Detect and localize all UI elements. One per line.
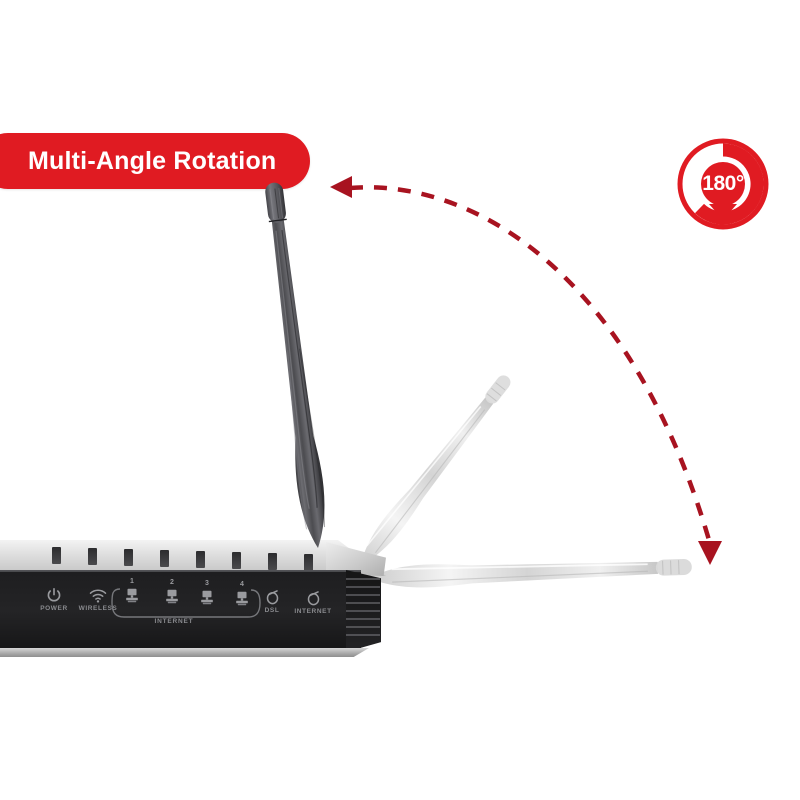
vent-slot [196,551,205,568]
vent-slot [304,554,313,571]
lan-port-icon [159,587,185,604]
side-vent-ridge [346,586,380,588]
led-lan-1-number: 1 [130,578,134,585]
lan-port-icon [119,586,145,603]
antenna-horizontal [368,558,692,588]
side-vent-ridge [346,634,380,636]
power-icon [34,586,74,603]
vent-slot [232,552,241,569]
internet-icon [289,589,337,606]
vent-slot [268,553,277,570]
led-lan-2: 2 [159,578,185,604]
lan-group-bracket [111,588,261,618]
led-dsl-label: DSL [264,607,280,614]
router-front-face [0,572,361,650]
lan-group-label: INTERNET [154,618,194,625]
led-power-label: POWER [40,605,68,612]
led-lan-3-number: 3 [205,580,209,587]
led-dsl: DSL [258,588,286,614]
side-vent-ridge [346,626,380,628]
feature-banner: Multi-Angle Rotation [0,133,310,189]
led-lan-4: 4 [229,580,255,606]
led-lan-3: 3 [194,579,220,605]
lan-port-icon [229,589,255,606]
arrow-left-icon [330,176,352,198]
led-wireless: WIRELESS [74,586,122,612]
router-device: POWER WIRELESS 1 [0,512,406,692]
dsl-icon [258,588,286,605]
vent-slot [88,548,97,565]
feature-banner-label: Multi-Angle Rotation [28,146,277,175]
vent-slot [52,547,61,564]
led-wireless-label: WIRELESS [78,605,118,612]
vent-slot [160,550,169,567]
side-vent-ridge [346,578,380,580]
led-indicator-panel: POWER WIRELESS 1 [0,572,361,650]
arrow-down-icon [698,541,722,565]
side-vent-ridge [346,610,380,612]
side-vent-ridge [346,594,380,596]
rotation-arrow-icon [677,138,769,230]
lan-port-icon [194,588,220,605]
antenna-upright-body [265,182,326,548]
vent-slot [124,549,133,566]
side-vent-ridge [346,602,380,604]
led-internet: INTERNET [289,589,337,615]
wireless-icon [74,586,122,603]
router-base-strip [0,648,369,657]
led-lan-1: 1 [119,577,145,603]
side-vent-ridge [346,618,380,620]
rotation-badge: 180° [677,138,769,230]
led-lan-2-number: 2 [170,579,174,586]
led-lan-4-number: 4 [240,581,244,588]
led-internet-label: INTERNET [294,608,332,615]
led-power: POWER [34,586,74,612]
